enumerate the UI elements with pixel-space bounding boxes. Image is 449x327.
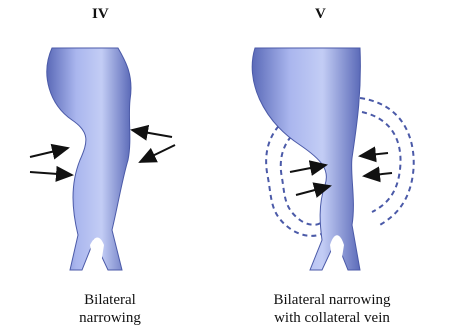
caption-iv-line1: Bilateral [30,291,190,309]
arrow-icon [290,165,326,172]
caption-v-line2: with collateral vein [222,309,442,327]
collateral-vein-right-inner [362,112,401,212]
vein-v-branch-gap [330,235,344,270]
caption-iv: Bilateral narrowing [30,291,190,327]
vein-v [252,48,360,270]
caption-v: Bilateral narrowing with collateral vein [222,291,442,327]
arrow-icon [30,172,72,175]
vein-iv-branch-gap [90,238,104,271]
arrow-icon [360,153,388,156]
arrow-icon [140,145,175,162]
caption-iv-line2: narrowing [30,309,190,327]
vein-iv [47,48,131,270]
vein-v-body [252,48,360,270]
caption-v-line1: Bilateral narrowing [222,291,442,309]
panel-iv-label: IV [92,6,109,23]
arrow-icon [132,130,172,137]
vein-iv-body [47,48,131,270]
arrow-icon [364,173,392,176]
collateral-vein-right-outer [360,98,414,226]
arrow-icon [30,148,68,157]
panel-v-label: V [315,6,326,23]
